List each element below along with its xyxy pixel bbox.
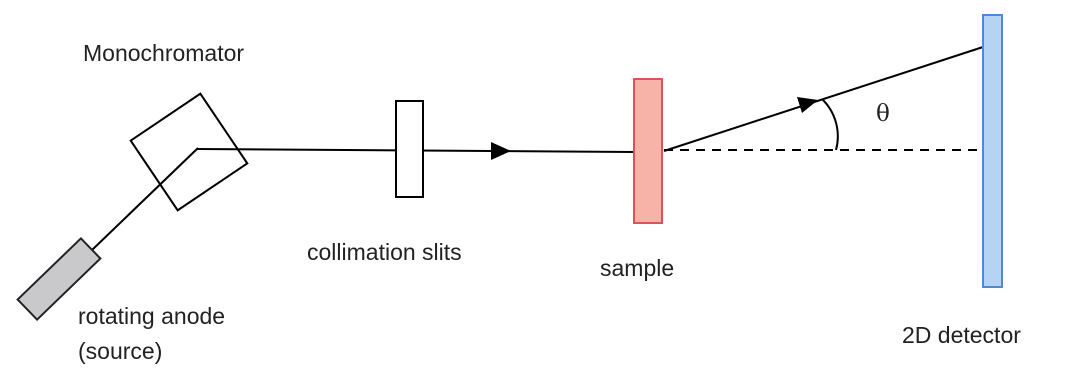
scattered-beam (663, 46, 984, 152)
scattered-beam-arrow (797, 97, 818, 113)
sample-plate (633, 78, 663, 224)
theta-arc (821, 98, 839, 151)
source-label-line1: rotating anode (78, 303, 225, 329)
detector-2d (982, 14, 1003, 288)
source-beam (91, 147, 199, 251)
collimation-slit (395, 100, 424, 198)
monochromator-label: Monochromator (83, 40, 244, 66)
theta-label: θ (876, 101, 890, 127)
beam-arrow (491, 142, 511, 160)
sample-label: sample (600, 255, 674, 281)
source-label-line2: (source) (78, 338, 162, 364)
rotating-anode-source (16, 236, 102, 322)
collimation-slits-label: collimation slits (307, 239, 462, 265)
detector-label: 2D detector (902, 322, 1021, 348)
monochromator-crystal (129, 92, 249, 212)
